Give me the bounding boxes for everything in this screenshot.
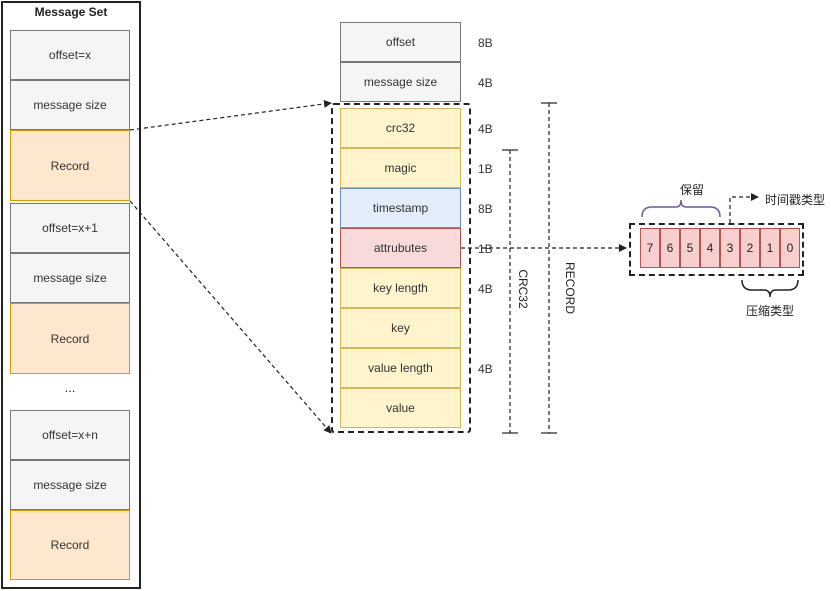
record-container xyxy=(331,103,471,433)
message-set-record-3: Record xyxy=(10,510,130,580)
attributes-bits-container xyxy=(629,223,804,276)
timestamp-type-label: 时间戳类型 xyxy=(765,193,826,207)
bit-3: 3 xyxy=(720,228,740,268)
message-set-offset-x: offset=x xyxy=(10,30,130,80)
field-key-length-size: 4B xyxy=(478,282,493,296)
bit-2: 2 xyxy=(740,228,760,268)
field-magic-size: 1B xyxy=(478,162,493,176)
message-set-record-1: Record xyxy=(10,130,130,201)
message-set-offset-xn: offset=x+n xyxy=(10,410,130,460)
field-magic: magic xyxy=(340,148,461,188)
compression-type-label: 压缩类型 xyxy=(746,304,795,318)
compression-brace xyxy=(741,279,799,298)
field-attributes: attrubutes xyxy=(340,228,461,268)
record-message-size-field: message size xyxy=(340,62,461,102)
bit-6: 6 xyxy=(660,228,680,268)
message-set-ellipsis: ... xyxy=(64,380,76,395)
reserved-brace xyxy=(641,199,721,218)
crc32-bracket xyxy=(502,149,518,434)
message-set-record-2: Record xyxy=(10,303,130,374)
field-value-length: value length xyxy=(340,348,461,388)
record-bracket xyxy=(541,102,557,434)
message-set-offset-x1: offset=x+1 xyxy=(10,203,130,253)
message-set-size-1: message size xyxy=(10,80,130,130)
field-key: key xyxy=(340,308,461,348)
arrow-record-to-layout-bottom xyxy=(129,200,332,434)
field-crc32: crc32 xyxy=(340,108,461,148)
field-timestamp-size: 8B xyxy=(478,202,493,216)
field-value: value xyxy=(340,388,461,428)
message-set-size-3: message size xyxy=(10,460,130,510)
message-set-title: Message Set xyxy=(34,5,108,19)
bit-1: 1 xyxy=(760,228,780,268)
record-message-size-size: 4B xyxy=(478,76,493,90)
reserved-label: 保留 xyxy=(680,183,705,197)
field-key-length: key length xyxy=(340,268,461,308)
field-attributes-size: 1B xyxy=(478,242,493,256)
message-set-panel xyxy=(1,1,141,589)
field-crc32-size: 4B xyxy=(478,122,493,136)
timestamp-type-arrow xyxy=(729,193,759,223)
record-offset-field: offset xyxy=(340,22,461,62)
field-value-length-size: 4B xyxy=(478,362,493,376)
message-set-size-2: message size xyxy=(10,253,130,303)
arrow-record-to-layout-top xyxy=(129,99,332,131)
bit-0: 0 xyxy=(780,228,800,268)
record-offset-size: 8B xyxy=(478,36,493,50)
field-timestamp: timestamp xyxy=(340,188,461,228)
bit-7: 7 xyxy=(640,228,660,268)
bit-5: 5 xyxy=(680,228,700,268)
bit-4: 4 xyxy=(700,228,720,268)
